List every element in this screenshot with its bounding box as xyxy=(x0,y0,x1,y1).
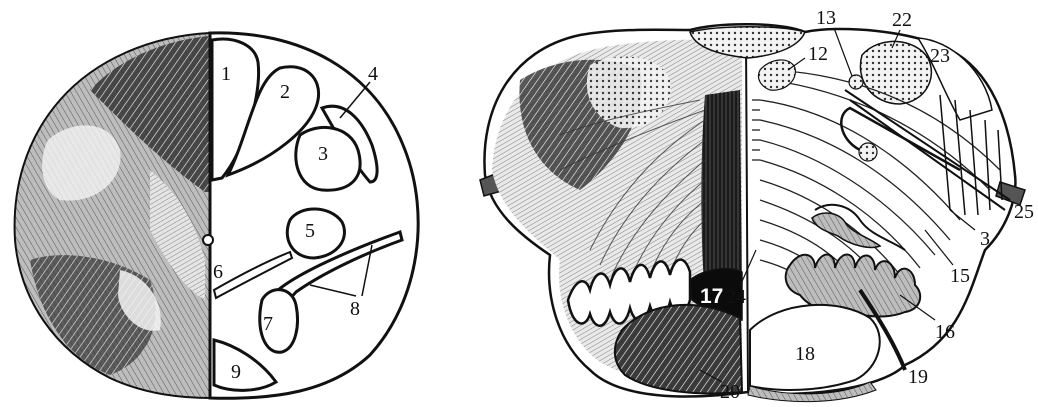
right-label-3: 3 xyxy=(980,228,990,250)
left-label-3: 3 xyxy=(318,143,328,165)
left-label-5: 5 xyxy=(305,220,315,242)
left-label-8: 8 xyxy=(350,298,360,320)
left-label-9: 9 xyxy=(231,361,241,383)
right-label-16: 16 xyxy=(935,321,955,343)
left-label-2: 2 xyxy=(280,81,290,103)
right-label-15: 15 xyxy=(950,265,970,287)
tract-5 xyxy=(287,209,344,258)
right-label-23: 23 xyxy=(930,45,950,67)
right-label-17: 17 xyxy=(700,285,723,308)
right-label-13: 13 xyxy=(816,7,836,29)
nucleus-13 xyxy=(849,75,863,89)
right-label-22: 22 xyxy=(892,9,912,31)
left-label-7: 7 xyxy=(263,313,273,335)
brainstem-section-right: 12 13 22 23 3 25 15 16 19 18 20 17 24 xyxy=(480,7,1034,403)
left-label-6: 6 xyxy=(213,261,223,283)
left-label-4: 4 xyxy=(368,63,378,85)
left-label-1: 1 xyxy=(221,63,231,85)
right-label-19: 19 xyxy=(908,366,928,388)
right-label-12: 12 xyxy=(808,43,828,65)
spinal-cord-section-left: 1 2 3 4 5 6 7 8 9 xyxy=(15,33,419,398)
right-label-20: 20 xyxy=(720,381,740,403)
nucleus-hook xyxy=(859,143,877,161)
right-label-24: 24 xyxy=(726,286,746,308)
right-label-25: 25 xyxy=(1014,201,1034,223)
central-canal xyxy=(203,235,213,245)
right-label-18: 18 xyxy=(795,343,815,365)
